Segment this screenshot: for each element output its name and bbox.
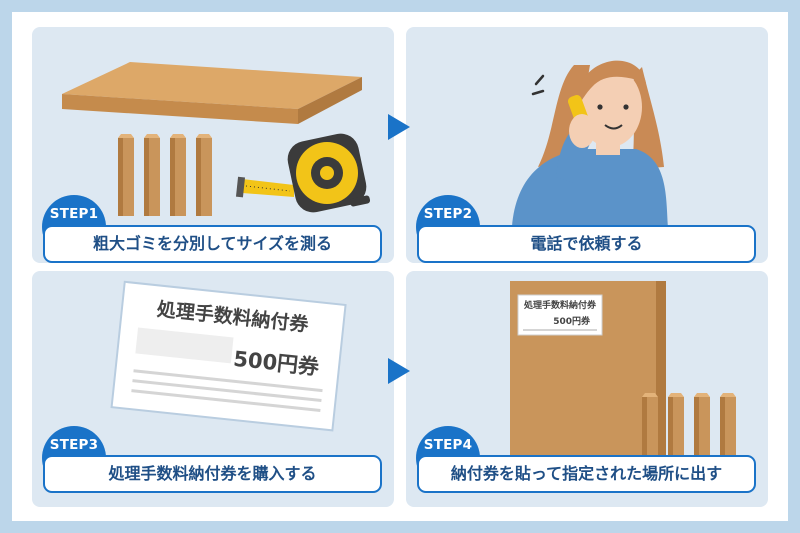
step2-panel: STEP2 電話で依頼する	[406, 27, 768, 263]
step4-label: 納付券を貼って指定された場所に出す	[417, 455, 756, 493]
step1-label: 粗大ゴミを分別してサイズを測る	[43, 225, 382, 263]
step4-illustration: 処理手数料納付券 500円券	[510, 281, 736, 467]
step2-illustration	[512, 60, 668, 227]
sticker-price: 500円券	[553, 315, 591, 327]
step1-badge-text: STEP1	[49, 206, 99, 222]
wooden-sticks-icon	[118, 134, 212, 216]
step2-label: 電話で依頼する	[417, 225, 756, 263]
tape-measure-icon	[235, 133, 371, 213]
board-icon	[62, 62, 362, 124]
step3-illustration: 処理手数料納付券 500円券	[110, 280, 347, 432]
cardboard-box-icon: 処理手数料納付券 500円券	[510, 281, 666, 467]
step3-label: 処理手数料納付券を購入する	[43, 455, 382, 493]
arrow-right-icon	[388, 358, 410, 384]
fee-ticket-icon: 処理手数料納付券 500円券	[110, 280, 347, 432]
step2-badge-text: STEP2	[423, 206, 473, 222]
step3-badge-text: STEP3	[49, 437, 99, 453]
step4-panel: 処理手数料納付券 500円券 STEP4 納付券を貼って指定された場所に出す	[406, 271, 768, 507]
arrow-right-icon	[388, 114, 410, 140]
step1-illustration	[62, 62, 371, 216]
step4-badge-text: STEP4	[423, 437, 473, 453]
wooden-sticks-icon	[642, 393, 736, 467]
sticker-title: 処理手数料納付券	[523, 299, 597, 311]
step3-panel: 処理手数料納付券 500円券 STEP3 処理手数料納付券を購入する	[32, 271, 394, 507]
content-area: STEP1 粗大ゴミを分別してサイズを測る	[12, 12, 788, 521]
step1-panel: STEP1 粗大ゴミを分別してサイズを測る	[32, 27, 394, 263]
woman-on-phone-icon	[512, 60, 668, 227]
